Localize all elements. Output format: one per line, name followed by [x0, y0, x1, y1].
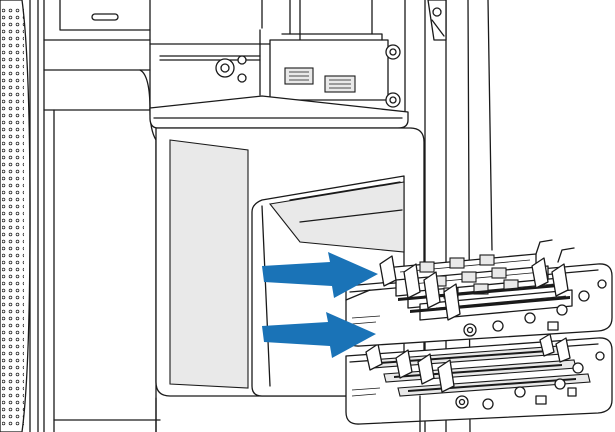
- bay-latch: [92, 14, 118, 20]
- expansion-slot-area: [150, 0, 400, 107]
- case-front-panel: [0, 0, 44, 432]
- memory-cage: [150, 96, 424, 396]
